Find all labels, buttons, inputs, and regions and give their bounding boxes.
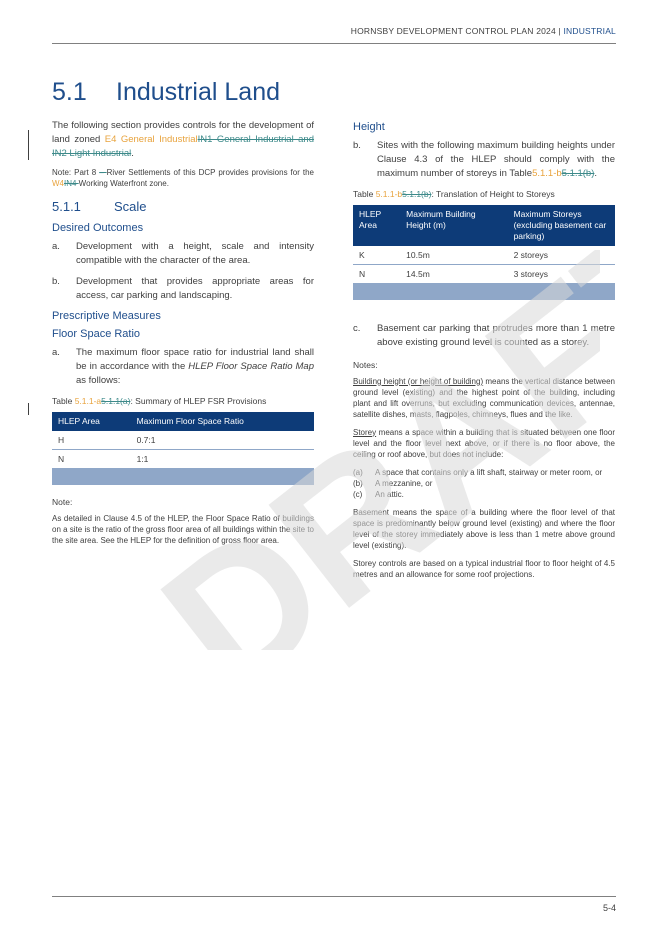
header-section: INDUSTRIAL [560, 26, 616, 36]
footer-rule [52, 896, 616, 897]
table-header-row: HLEP Area Maximum Floor Space Ratio [52, 412, 314, 431]
right-column: Height b.Sites with the following maximu… [353, 115, 615, 587]
table-cell: 3 storeys [507, 264, 615, 284]
definition-storey: Storey means a space within a building t… [353, 427, 615, 459]
deleted-text: IN1 General Industrial and IN2 Light Ind… [52, 134, 315, 159]
height-list: b.Sites with the following maximum build… [353, 139, 615, 181]
basement-list: c.Basement car parking that protrudes mo… [353, 322, 615, 350]
page-number: 5-4 [602, 903, 616, 913]
desired-outcomes-heading: Desired Outcomes [52, 222, 144, 234]
inserted-text: E4 General Industrial [104, 134, 198, 145]
fsr-note-label: Note: [52, 496, 73, 507]
list-item: (a)A space that contains only a lift sha… [353, 467, 603, 477]
list-item: a.Development with a height, scale and i… [52, 241, 314, 266]
list-item: a.The maximum floor space ratio for indu… [52, 347, 315, 386]
list-item: c.Basement car parking that protrudes mo… [353, 322, 615, 348]
list-item: b.Development that provides appropriate … [52, 276, 314, 301]
table-row: H 0.7:1 [52, 431, 314, 450]
table-cell: 2 storeys [507, 246, 615, 265]
desired-outcomes-list: a.Development with a height, scale and i… [52, 240, 314, 303]
floor-space-list: a.The maximum floor space ratio for indu… [52, 346, 314, 388]
fsr-table: HLEP Area Maximum Floor Space Ratio H 0.… [52, 412, 314, 485]
table-caption-fsr: Table 5.1.1-a5.1.1(a): Summary of HLEP F… [52, 396, 267, 406]
prescriptive-measures-heading: Prescriptive Measures [52, 310, 161, 322]
change-bar [28, 403, 29, 415]
change-bar [28, 130, 29, 160]
floor-space-ratio-heading: Floor Space Ratio [52, 328, 141, 340]
header-rule [52, 43, 616, 44]
height-heading: Height [353, 121, 385, 133]
table-header-cell: HLEP Area [52, 412, 131, 431]
header-title: HORNSBY DEVELOPMENT CONTROL PLAN 2024 | [350, 26, 561, 36]
table-caption-height: Table 5.1.1-b5.1.1(b): Translation of He… [353, 189, 555, 199]
list-item: (c)An attic. [353, 489, 404, 499]
definition-building-height: Building height (or height of building) … [353, 376, 615, 419]
table-cell: 1:1 [130, 449, 314, 469]
table-header-cell: Maximum Storeys (excluding basement car … [507, 205, 615, 246]
table-cell: N [52, 449, 131, 469]
list-item: b.Sites with the following maximum build… [353, 140, 615, 179]
table-footer-row [353, 283, 615, 300]
table-header-row: HLEP Area Maximum Building Height (m) Ma… [353, 205, 615, 246]
table-cell: 0.7:1 [130, 431, 314, 450]
list-item: (b)A mezzanine, or [353, 478, 433, 488]
intro-note: Note: Part 8 – River Settlements of this… [52, 168, 314, 188]
table-header-cell: Maximum Building Height (m) [400, 205, 508, 246]
storey-controls-note: Storey controls are based on a typical i… [353, 558, 615, 579]
table-footer-row [52, 468, 314, 485]
storey-exclusions-list: (a)A space that contains only a lift sha… [353, 467, 615, 500]
table-header-cell: HLEP Area [353, 205, 401, 246]
table-cell: H [52, 431, 131, 450]
fsr-note-text: As detailed in Clause 4.5 of the HLEP, t… [52, 513, 314, 545]
table-cell: 14.5m [400, 264, 508, 284]
table-cell: N [353, 264, 401, 284]
table-row: N 14.5m 3 storeys [353, 264, 615, 284]
table-header-cell: Maximum Floor Space Ratio [130, 412, 314, 431]
definition-basement: Basement means the space of a building w… [353, 507, 615, 550]
running-header: HORNSBY DEVELOPMENT CONTROL PLAN 2024 | … [351, 26, 616, 36]
intro-paragraph: The following section provides controls … [52, 120, 315, 159]
table-cell: K [353, 246, 401, 265]
table-cell: 10.5m [400, 246, 508, 265]
table-row: K 10.5m 2 storeys [353, 246, 615, 265]
table-row: N 1:1 [52, 449, 314, 469]
notes-label: Notes: [353, 359, 378, 370]
height-table: HLEP Area Maximum Building Height (m) Ma… [353, 205, 615, 300]
